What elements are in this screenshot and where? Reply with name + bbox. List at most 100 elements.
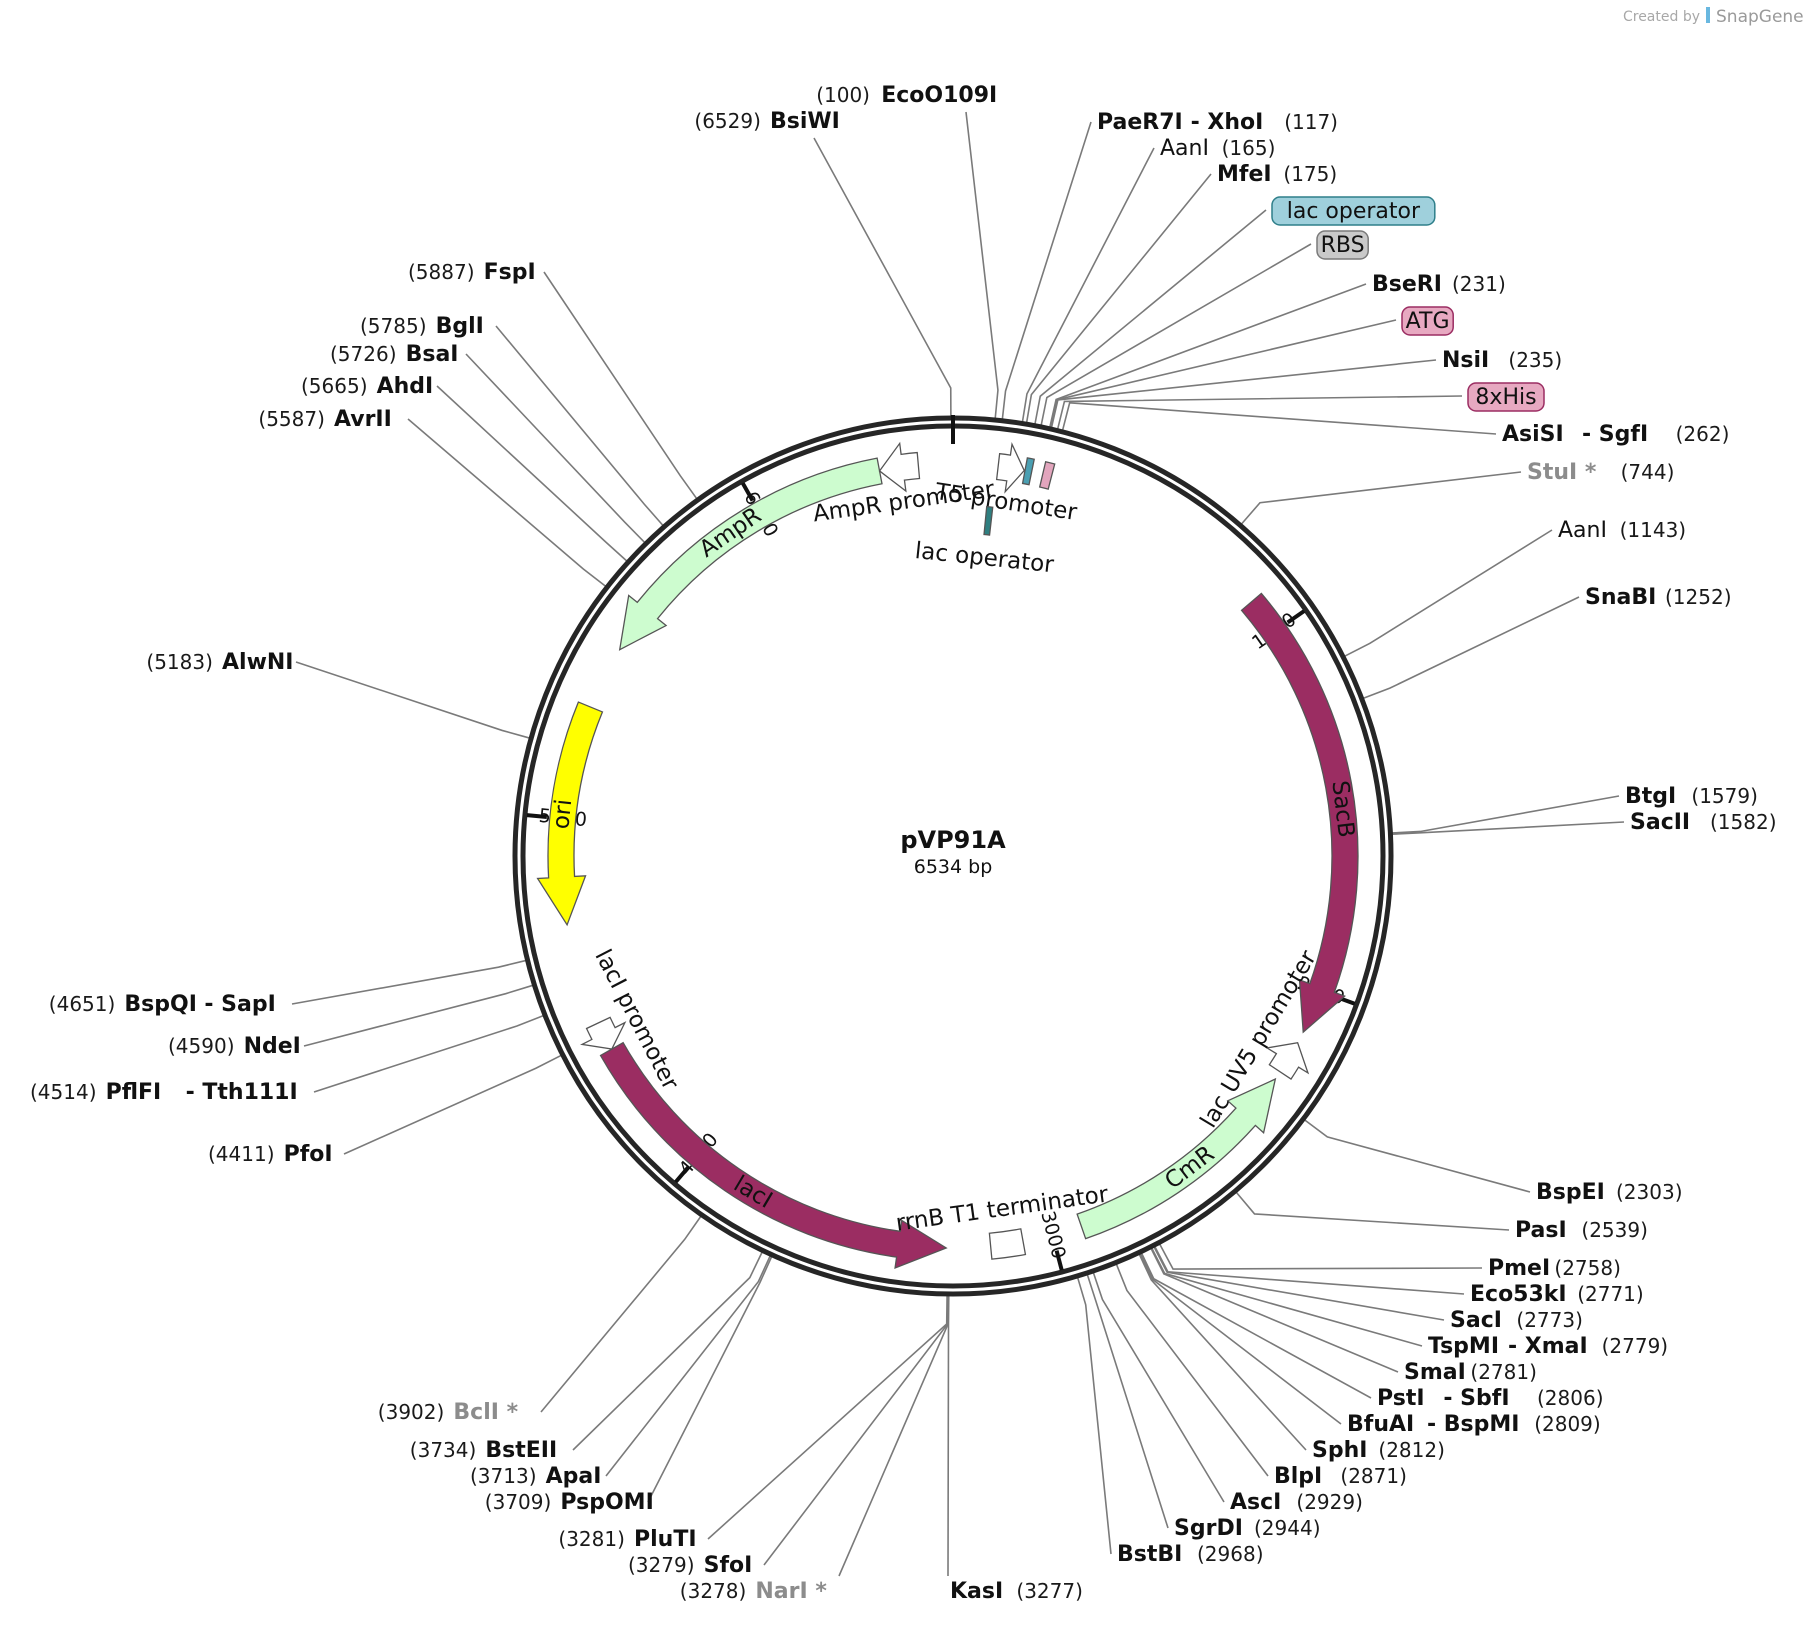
feature-callout-label: 8xHis xyxy=(1475,385,1536,410)
site-enzyme: NarI * xyxy=(755,1579,827,1604)
site-enzyme: BclI * xyxy=(453,1400,518,1425)
feature-callout-label: RBS xyxy=(1321,233,1365,258)
site-aani-165: AanI (165) xyxy=(1160,136,1275,161)
site-position: (1582) xyxy=(1710,810,1777,834)
site-enzyme: BglI xyxy=(436,314,484,339)
site-enzyme: - XhoI xyxy=(1191,110,1264,135)
site-leader-line xyxy=(303,984,533,1047)
feature-shape-cmr xyxy=(1076,1077,1277,1240)
feature-shape-ampr xyxy=(618,457,883,651)
site-position: (165) xyxy=(1222,136,1276,160)
feature-cmr: CmR xyxy=(1076,1077,1277,1240)
site-btgi-1579: BtgI(1579) xyxy=(1625,784,1758,809)
site-leader-line xyxy=(543,271,698,499)
site-position: (5183) xyxy=(146,650,213,674)
site-position: (3713) xyxy=(470,1464,537,1488)
site-100-ecoo109i: (100)EcoO109I xyxy=(816,83,997,108)
site-position: (2773) xyxy=(1516,1308,1583,1332)
site-enzyme: AsiSI xyxy=(1502,422,1564,447)
site-leader-line xyxy=(1092,1272,1225,1503)
site-position: (2781) xyxy=(1470,1360,1537,1384)
site-enzyme: PflFI xyxy=(106,1080,162,1105)
site-enzyme: PasI xyxy=(1515,1218,1567,1243)
site-enzyme: BsiWI xyxy=(770,109,840,134)
site-enzyme: PstI xyxy=(1377,1386,1425,1411)
site-5587-avrii: (5587)AvrII xyxy=(258,407,391,432)
feature-shape-lac-uv5-promoter xyxy=(1265,1042,1310,1080)
feature-t5-promoter: T5 promoter xyxy=(933,441,1079,526)
feature-lac-operator xyxy=(1021,457,1035,486)
site-enzyme: PfoI xyxy=(284,1142,333,1167)
feature-callout-box xyxy=(1467,382,1545,412)
site-aani-1143: AanI(1143) xyxy=(1558,518,1686,543)
site-3278-nari: (3278)NarI * xyxy=(680,1579,828,1604)
site-enzyme: PluTI xyxy=(634,1527,697,1552)
site-4514-pflfi-tth111i: (4514) PflFI - Tth111I xyxy=(30,1080,298,1105)
site-3734-bsteii: (3734)BstEII xyxy=(410,1438,557,1463)
site-leader-line xyxy=(495,325,664,526)
site-position: (5887) xyxy=(408,260,475,284)
site-position: (4651) xyxy=(49,992,116,1016)
site-leader-line xyxy=(965,111,999,419)
site-enzyme: SmaI xyxy=(1404,1360,1466,1385)
site-asci-2929: AscI(2929) xyxy=(1230,1490,1363,1515)
feature-label-rrnb-t1-terminator: rrnB T1 terminator xyxy=(894,1181,1110,1236)
feature-shape-lac-operator xyxy=(983,505,994,536)
site-leader-line xyxy=(1241,471,1522,525)
site-position: (235) xyxy=(1508,348,1562,372)
feature-shape-sacb xyxy=(1240,592,1359,1034)
plasmid-center-label: pVP91A 6534 bp xyxy=(900,826,1006,878)
site-position: (2771) xyxy=(1577,1282,1644,1306)
site-position: (4514) xyxy=(30,1080,97,1104)
feature-shape-lac-operator xyxy=(1021,457,1035,486)
site-smai-2781: SmaI(2781) xyxy=(1404,1360,1537,1385)
site-4411-pfoi: (4411) PfoI xyxy=(208,1142,333,1167)
feature-shape-rrnb-t1-terminator xyxy=(988,1228,1027,1260)
site-position: (2944) xyxy=(1254,1516,1321,1540)
site-bseri-231: BseRI(231) xyxy=(1372,272,1506,297)
feature-callout-box xyxy=(1401,306,1454,336)
site-asisi-sgfi-262: AsiSI- SgfI(262) xyxy=(1502,422,1729,447)
site-enzyme: AhdI xyxy=(377,374,434,399)
site-kasi-3277: KasI(3277) xyxy=(950,1579,1083,1604)
site-enzyme: PaeR7I xyxy=(1097,110,1183,135)
site-enzyme: BtgI xyxy=(1625,784,1676,809)
site-enzyme: BfuAI xyxy=(1347,1412,1414,1437)
site-5726-bsai: (5726)BsaI xyxy=(330,342,459,367)
snapgene-credit: Created by SnapGene xyxy=(1623,7,1804,27)
tick-6000 xyxy=(741,482,755,502)
site-enzyme: AscI xyxy=(1230,1490,1281,1515)
site-enzyme: AanI xyxy=(1160,136,1209,161)
feature-shape-ori xyxy=(536,701,604,927)
site-enzyme: SfoI xyxy=(704,1553,753,1578)
site-leader-line xyxy=(1049,283,1367,427)
feature-callout-box xyxy=(1271,196,1436,226)
feature-shape-ampr-promoter xyxy=(878,441,921,493)
feature-label-ori: ori xyxy=(548,798,577,831)
site-enzyme: FspI xyxy=(484,260,536,285)
site-5665-ahdi: (5665) AhdI xyxy=(301,374,433,399)
site-leader-line xyxy=(313,1015,544,1093)
site-enzyme: SacI xyxy=(1450,1308,1502,1333)
site-enzyme: AanI xyxy=(1558,518,1607,543)
feature-8xhis xyxy=(1038,460,1056,490)
site-enzyme: - Tth111I xyxy=(186,1080,298,1105)
site-lac-operator: lac operator xyxy=(1271,196,1436,226)
site-leader-line xyxy=(295,661,530,739)
site-blpi-2871: BlpI(2871) xyxy=(1274,1464,1407,1489)
site-position: (5665) xyxy=(301,374,368,398)
site-rbs: RBS xyxy=(1316,230,1369,260)
site-leader-line xyxy=(291,959,526,1005)
site-leader-line xyxy=(1363,596,1580,699)
site-leader-line xyxy=(1153,1246,1445,1321)
tick-5000 xyxy=(526,813,548,820)
site-position: (3279) xyxy=(628,1553,695,1577)
site-position: (4411) xyxy=(208,1142,275,1166)
site-enzyme: BseRI xyxy=(1372,272,1442,297)
site-leader-line xyxy=(572,1252,763,1451)
site-enzyme: SphI xyxy=(1312,1438,1367,1463)
site-sgrdi-2944: SgrDI(2944) xyxy=(1174,1516,1321,1541)
site-leader-line xyxy=(1040,243,1312,426)
site-psti-sbfi-2806: PstI- SbfI(2806) xyxy=(1377,1386,1604,1411)
